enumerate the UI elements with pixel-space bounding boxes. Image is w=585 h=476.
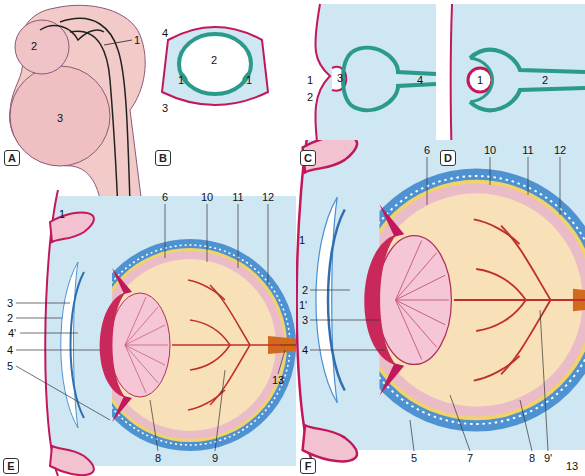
callout-number: 9 (212, 452, 218, 464)
callout-number: 1 (178, 74, 184, 86)
callout-number: 5 (411, 452, 417, 464)
callout-number: 8 (155, 452, 161, 464)
panel-letter-box: D (440, 150, 456, 166)
callout-number: 1 (307, 74, 313, 86)
callout-number: 2 (307, 91, 313, 103)
callout-number: 12 (262, 191, 274, 203)
panel-letter: C (304, 152, 312, 164)
callout-number: 13 (272, 374, 284, 386)
callout-number: 2 (31, 40, 37, 52)
callout-number: 11 (522, 144, 533, 156)
panel-letter-box: A (4, 150, 20, 166)
callout-number: 12 (554, 144, 566, 156)
panel-letter-box: B (155, 150, 171, 166)
callout-number: 4 (302, 344, 308, 356)
callout-number: 1' (299, 299, 307, 311)
panel-letter: B (159, 152, 167, 164)
callout-number: 1 (246, 74, 252, 86)
callout-number: 1 (299, 234, 305, 246)
callout-number: 1 (59, 208, 65, 220)
panel-letter: F (305, 460, 312, 472)
callout-number: 2 (7, 312, 13, 324)
callout-number: 3 (7, 297, 13, 309)
callout-number: 2 (211, 54, 217, 66)
callout-number: 3 (162, 102, 168, 114)
callout-number: 4 (417, 74, 423, 86)
callout-number: 4 (162, 27, 168, 39)
callout-number: 10 (201, 191, 213, 203)
callout-number: 4 (7, 344, 13, 356)
callout-number: 7 (467, 452, 473, 464)
callout-number: 5 (7, 360, 13, 372)
callout-number: 6 (424, 144, 430, 156)
panel-letter-box: F (300, 458, 316, 474)
callout-number: 4' (8, 327, 16, 339)
panel-letter: A (8, 152, 16, 164)
callout-number: 8 (529, 452, 535, 464)
panel-letter: D (444, 152, 452, 164)
callout-number: 3 (302, 314, 308, 326)
callout-number: 1 (477, 74, 483, 86)
panel-letter-box: E (3, 458, 19, 474)
callout-number: 2 (542, 74, 548, 86)
callout-number: 9' (544, 452, 552, 464)
callout-number: 2 (302, 284, 308, 296)
panel-letter: E (7, 460, 14, 472)
callout-number: 1 (134, 34, 140, 46)
callout-number: 3 (57, 112, 63, 124)
panel-letter-box: C (300, 150, 316, 166)
callout-number: 11 (232, 191, 243, 203)
callout-number: 13 (566, 460, 578, 472)
callout-number: 10 (484, 144, 496, 156)
callout-number: 6 (162, 191, 168, 203)
callout-number: 3 (337, 72, 343, 84)
